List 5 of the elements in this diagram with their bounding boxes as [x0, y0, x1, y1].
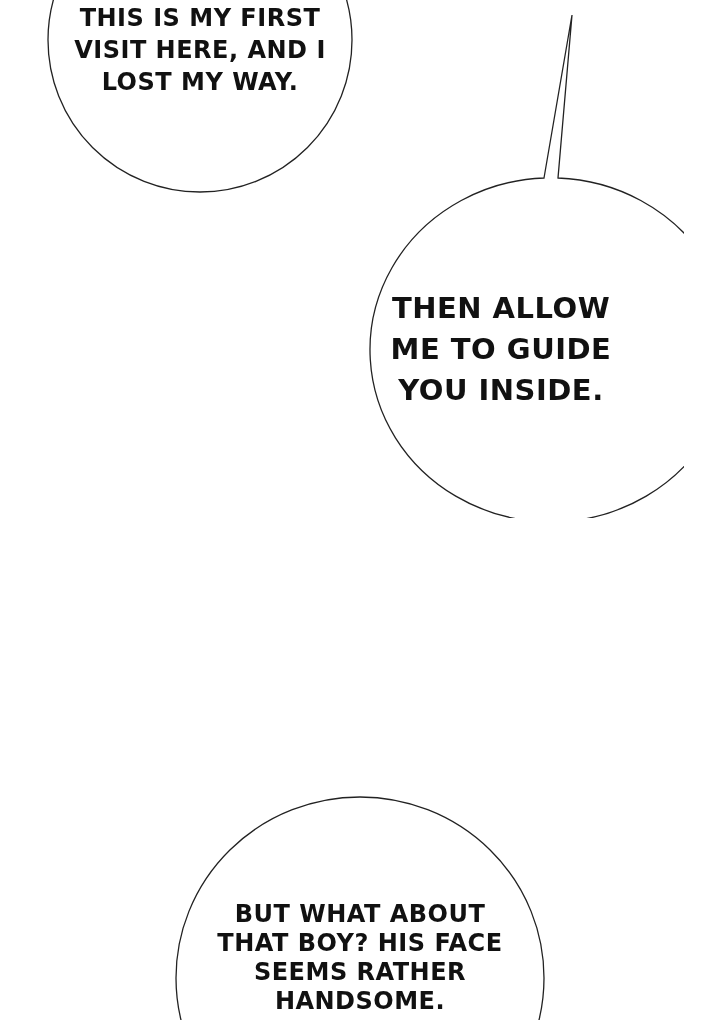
bubble-text: BUT WHAT ABOUT THAT BOY? HIS FACE SEEMS RATHER HANDSOME.	[216, 900, 504, 1016]
bubble-text: THIS IS MY FIRST VISIT HERE, AND I LOST MY WAY.	[73, 3, 327, 98]
speech-bubble	[45, 0, 355, 195]
speech-bubble	[174, 795, 546, 1020]
bubble-text: THEN ALLOW ME TO GUIDE YOU INSIDE.	[389, 290, 613, 409]
